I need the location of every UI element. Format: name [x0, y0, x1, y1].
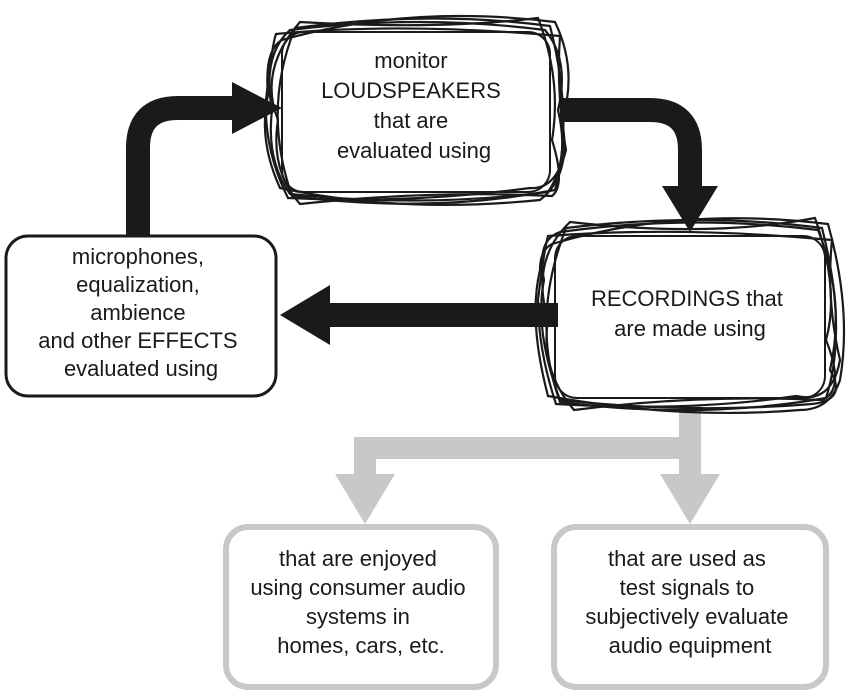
arrow-effects-to-loudspeakers	[126, 96, 236, 238]
arrowhead-loudspeakers-to-recordings	[662, 186, 718, 232]
branch-arrows	[335, 405, 720, 524]
loudspeakers-line-3: that are	[374, 108, 449, 133]
test-signals-line-4: audio equipment	[609, 633, 772, 658]
box-recordings	[554, 235, 826, 399]
text-recordings: RECORDINGS that are made using	[591, 286, 789, 341]
loudspeakers-line-1: monitor	[374, 48, 447, 73]
recordings-line-1: RECORDINGS that	[591, 286, 783, 311]
test-signals-line-1: that are used as	[608, 546, 766, 571]
effects-line-2: equalization,	[76, 272, 200, 297]
effects-line-3: ambience	[90, 300, 185, 325]
box-loudspeakers	[281, 31, 551, 193]
loudspeakers-line-4: evaluated using	[337, 138, 491, 163]
effects-line-4: and other EFFECTS	[38, 328, 237, 353]
text-enjoyed: that are enjoyed using consumer audio sy…	[250, 546, 471, 658]
arrow-loudspeakers-to-recordings	[560, 98, 702, 190]
enjoyed-line-2: using consumer audio	[250, 575, 465, 600]
node-enjoyed: that are enjoyed using consumer audio sy…	[223, 524, 499, 690]
recordings-line-2: are made using	[614, 316, 766, 341]
arrowhead-recordings-to-effects	[280, 285, 330, 345]
arrowhead-to-test-signals	[660, 474, 720, 524]
test-signals-line-2: test signals to	[620, 575, 755, 600]
box-enjoyed	[223, 524, 499, 690]
loop-arrows	[126, 82, 718, 345]
enjoyed-line-3: systems in	[306, 604, 410, 629]
node-loudspeakers: monitor LOUDSPEAKERS that are evaluated …	[263, 14, 570, 206]
node-recordings: RECORDINGS that are made using	[534, 216, 846, 415]
effects-line-1: microphones,	[72, 244, 204, 269]
arrowhead-effects-to-loudspeakers	[232, 82, 282, 134]
text-effects: microphones, equalization, ambience and …	[38, 244, 243, 381]
text-loudspeakers: monitor LOUDSPEAKERS that are evaluated …	[321, 48, 507, 163]
branch-crossbar	[354, 437, 690, 492]
arrowhead-to-enjoyed	[335, 474, 395, 524]
node-test-signals: that are used as test signals to subject…	[551, 524, 829, 690]
node-effects: microphones, equalization, ambience and …	[4, 234, 278, 398]
box-effects	[4, 234, 278, 398]
effects-line-5: evaluated using	[64, 356, 218, 381]
enjoyed-line-1: that are enjoyed	[279, 546, 437, 571]
test-signals-line-3: subjectively evaluate	[585, 604, 788, 629]
text-test-signals: that are used as test signals to subject…	[585, 546, 794, 658]
box-test-signals	[551, 524, 829, 690]
enjoyed-line-4: homes, cars, etc.	[277, 633, 445, 658]
loudspeakers-line-2: LOUDSPEAKERS	[321, 78, 501, 103]
